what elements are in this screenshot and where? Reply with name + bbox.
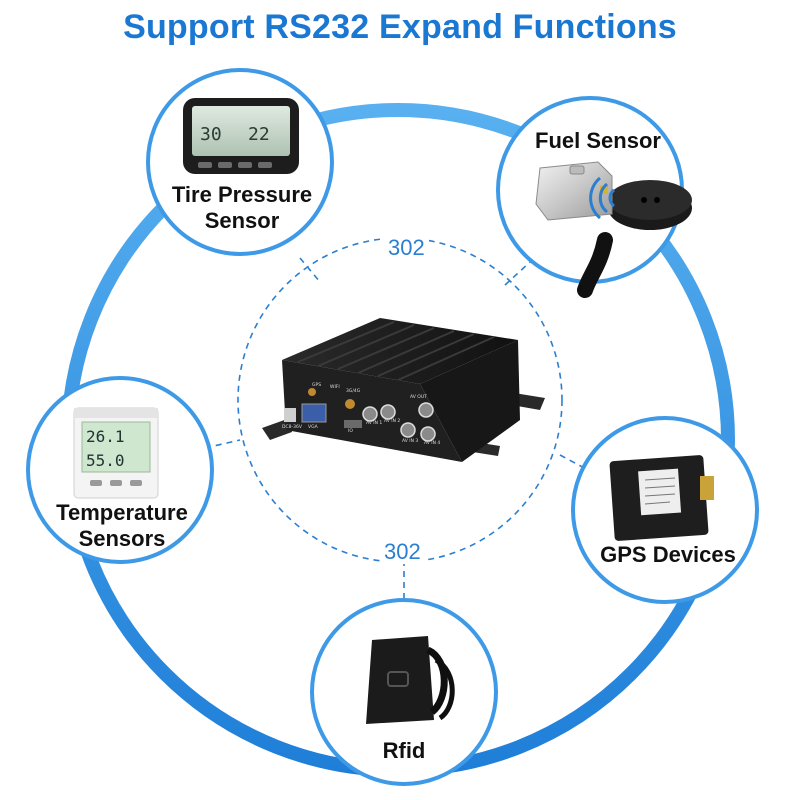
panel-label-io: IO — [348, 428, 353, 434]
temp-lcd-value-1: 26.1 — [86, 427, 125, 446]
temp-lcd-value-2: 55.0 — [86, 451, 125, 470]
mdvr-device-image: GPS WIFI 3G/4G AV OUT VGA DC8-36V IO AV … — [262, 318, 545, 462]
panel-label-av-in-3: AV IN 3 — [402, 438, 418, 444]
vga-port-icon — [301, 403, 327, 423]
tire-label-line-2: Sensor — [204, 208, 280, 233]
node-label-gps-devices: GPS Devices — [600, 542, 736, 567]
card-icon — [387, 671, 409, 687]
tire-lcd-value-2: 22 — [248, 124, 270, 145]
power-port-icon — [284, 408, 296, 422]
temp-label-line-1: Temperature — [56, 500, 188, 525]
panel-label-av-in-1: AV IN 1 — [366, 420, 382, 426]
gps-device-image — [609, 455, 714, 541]
av-in-1-port-icon — [362, 406, 378, 422]
fuel-sensor-image — [535, 161, 692, 298]
node-label-fuel-sensor: Fuel Sensor — [535, 128, 661, 153]
node-label-rfid: Rfid — [382, 738, 426, 763]
av-in-4-port-icon — [420, 426, 436, 442]
tire-lcd-value-1: 30 — [200, 124, 222, 145]
io-port-icon — [344, 420, 362, 428]
av-in-3-port-icon — [400, 422, 416, 438]
panel-label-power: DC8-36V — [282, 424, 303, 430]
page-title: Support RS232 Expand Functions — [123, 8, 677, 46]
wifi-antenna-icon — [308, 388, 316, 396]
panel-label-gps: GPS — [312, 382, 321, 388]
panel-label-av-in-2: AV IN 2 — [384, 418, 400, 424]
temp-label-line-2: Sensors — [78, 526, 166, 551]
connector-label-bottom: 302 — [380, 540, 425, 564]
gps-antenna-icon — [345, 399, 355, 409]
tire-pressure-monitor-image: 30 22 — [183, 98, 299, 174]
node-label-tire-pressure: Tire Pressure Sensor — [150, 182, 334, 234]
panel-label-vga: VGA — [308, 424, 319, 430]
panel-label-av-out: AV OUT — [410, 394, 427, 400]
panel-label-3g4g: 3G/4G — [346, 388, 361, 394]
connector-fuel — [504, 261, 531, 286]
rfid-reader-image — [366, 636, 455, 724]
temperature-sensor-image: 26.1 55.0 — [73, 407, 159, 499]
connector-label-top: 302 — [384, 236, 429, 260]
connector-tire — [299, 257, 321, 283]
av-out-port-icon — [418, 402, 434, 418]
panel-label-wifi: WIFI — [330, 384, 340, 390]
node-label-temperature: Temperature Sensors — [30, 500, 214, 552]
wireless-signal-icon — [589, 176, 616, 220]
tire-label-line-1: Tire Pressure — [171, 182, 313, 207]
panel-label-av-in-4: AV IN 4 — [424, 440, 440, 446]
av-in-2-port-icon — [380, 404, 396, 420]
